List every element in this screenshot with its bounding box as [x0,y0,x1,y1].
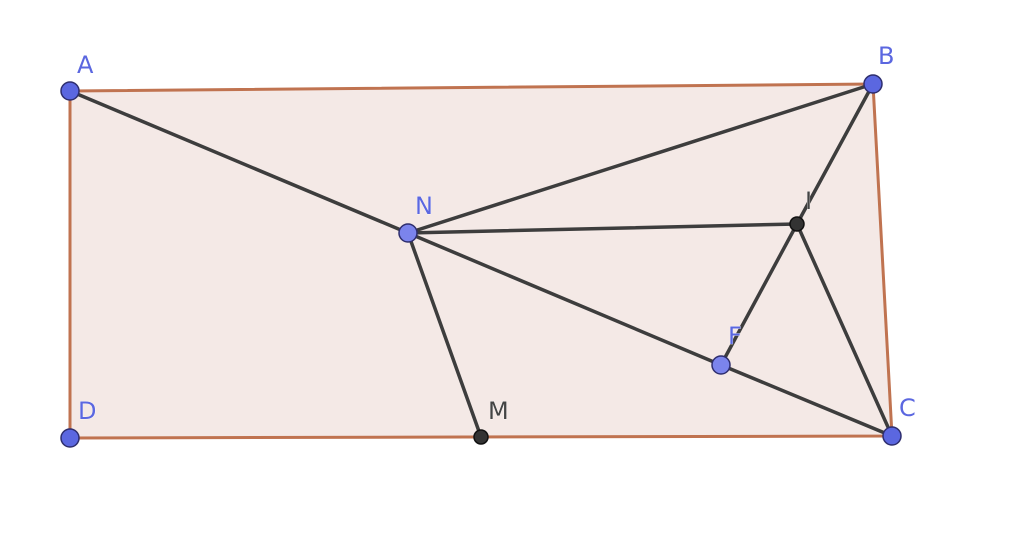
point-label-f: F [728,322,742,350]
point-c[interactable] [883,427,901,445]
point-n[interactable] [399,224,417,242]
point-label-n: N [415,192,433,220]
point-f[interactable] [712,356,730,374]
point-d[interactable] [61,429,79,447]
point-a[interactable] [61,82,79,100]
point-label-b: B [878,42,894,70]
point-label-i: I [805,187,812,215]
point-label-m: M [488,397,509,425]
point-label-a: A [77,51,94,79]
point-i[interactable] [790,217,804,231]
point-label-d: D [78,397,96,425]
point-b[interactable] [864,75,882,93]
point-label-c: C [899,394,916,422]
point-m[interactable] [474,430,488,444]
